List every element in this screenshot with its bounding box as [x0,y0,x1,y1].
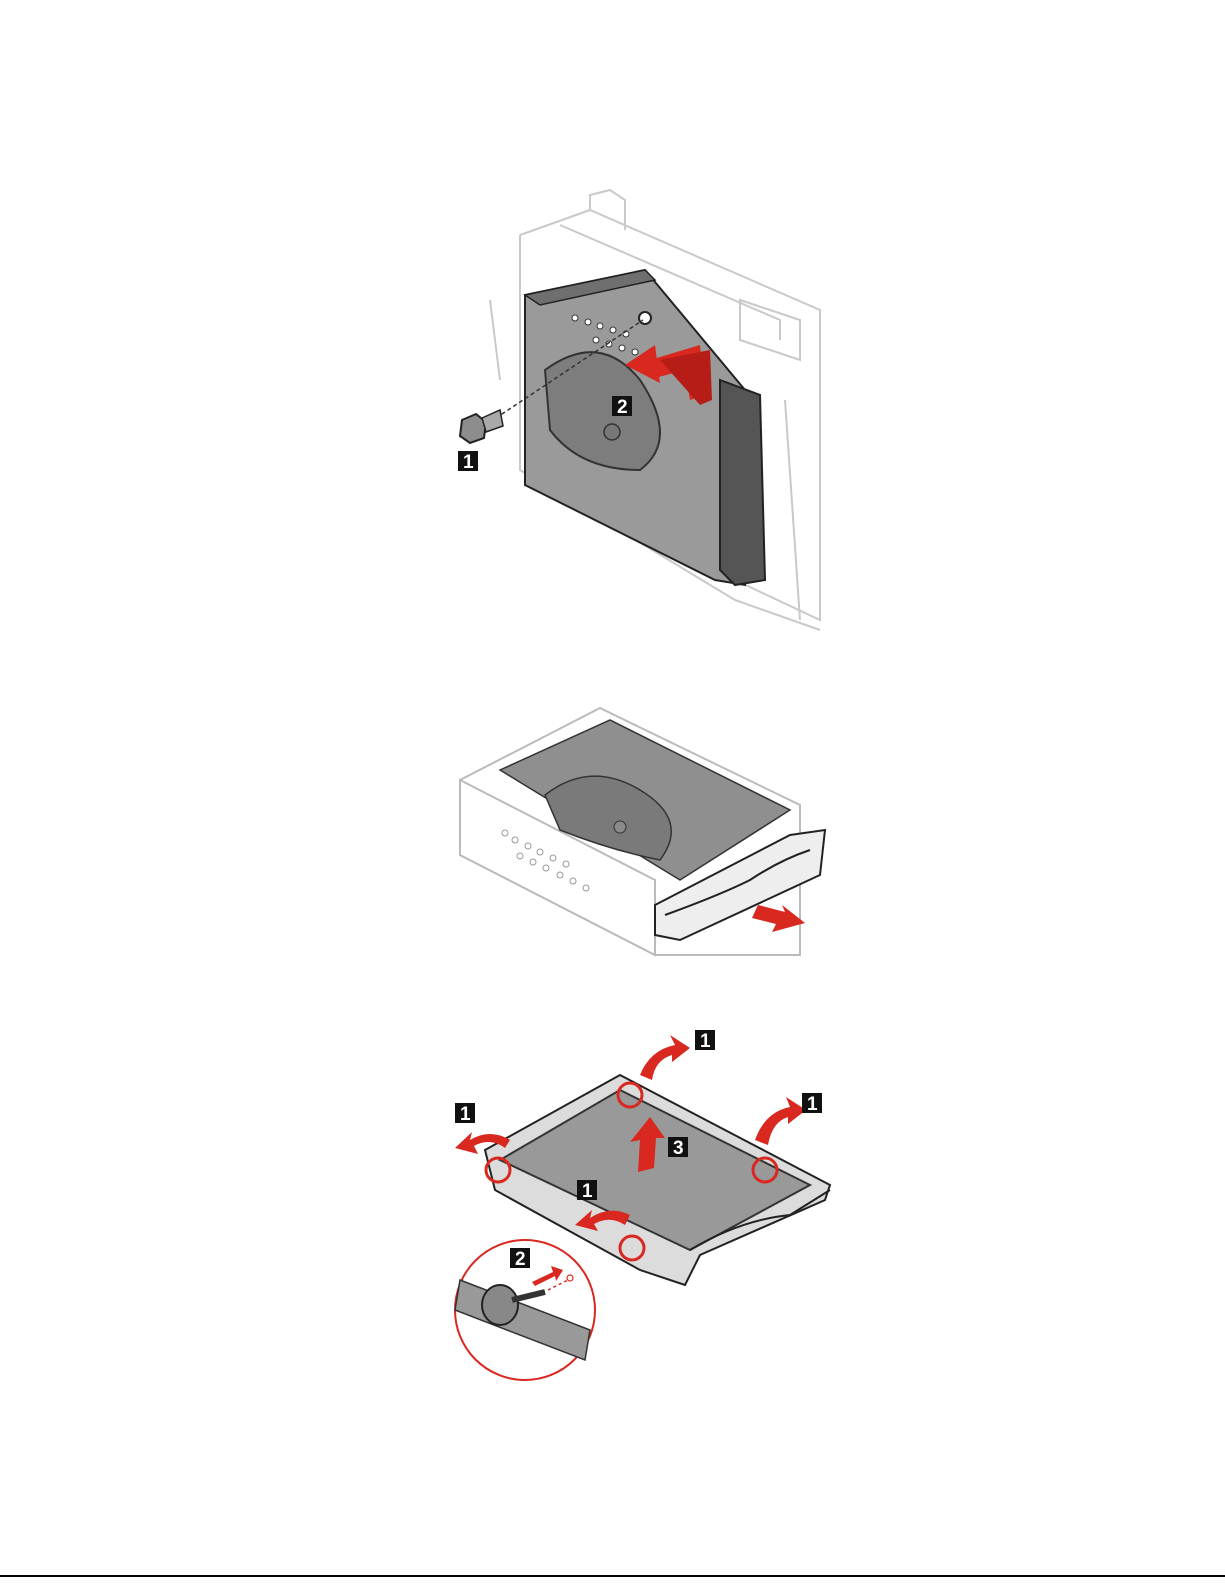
figure-pull-drive-tray [0,695,1225,965]
callout-2-label: 2 [515,1249,526,1270]
callout-1: 1 [458,451,478,473]
callout-2: 2 [612,396,632,418]
screw-icon [460,410,503,443]
chassis-illustration: 1 2 [0,170,1225,640]
callout-3-label: 3 [673,1138,684,1159]
bottom-rule [0,1575,1225,1577]
callout-1-top: 1 [695,1030,715,1052]
callout-1-bottom: 1 [577,1180,597,1202]
callout-2: 2 [510,1248,530,1270]
figure-remove-drive-bracket: 1 2 [0,170,1225,640]
callout-1-bottom-label: 1 [582,1181,593,1202]
drive-bracket [525,270,765,585]
tray-illustration [0,695,1225,965]
callout-1-right: 1 [802,1093,822,1115]
callout-1-left: 1 [455,1103,475,1125]
callout-2-label: 2 [617,397,628,418]
callout-1-right-label: 1 [807,1094,818,1115]
callout-1-top-label: 1 [700,1031,711,1052]
drive-tray-illustration: 1 1 1 1 2 3 [0,1025,1225,1390]
figure-remove-drive-from-tray: 1 1 1 1 2 3 [0,1025,1225,1390]
callout-1-left-label: 1 [460,1104,471,1125]
callout-3: 3 [668,1137,688,1159]
callout-1-label: 1 [463,452,474,473]
